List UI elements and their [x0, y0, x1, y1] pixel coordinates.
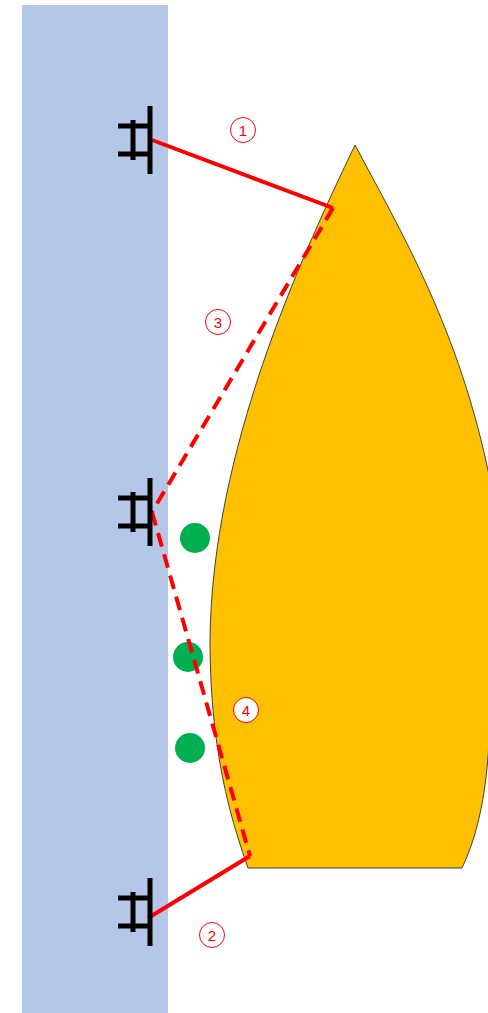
cleat	[118, 878, 150, 946]
callout-number: 3	[205, 309, 231, 335]
mooring-lines	[148, 140, 333, 918]
boat-hull	[210, 145, 488, 868]
cleats	[118, 106, 150, 946]
callout-number: 4	[233, 697, 259, 723]
aft-spring	[152, 512, 250, 856]
callout-number: 1	[230, 117, 256, 143]
callout-number: 2	[199, 922, 225, 948]
stern-line	[148, 856, 250, 918]
fender	[180, 523, 210, 553]
fender	[175, 733, 205, 763]
cleat	[118, 106, 150, 174]
forward-spring	[152, 208, 333, 512]
cleat	[118, 478, 150, 546]
fender	[173, 642, 203, 672]
dock	[22, 5, 168, 1013]
fenders	[173, 523, 210, 763]
bow-line	[152, 140, 333, 208]
